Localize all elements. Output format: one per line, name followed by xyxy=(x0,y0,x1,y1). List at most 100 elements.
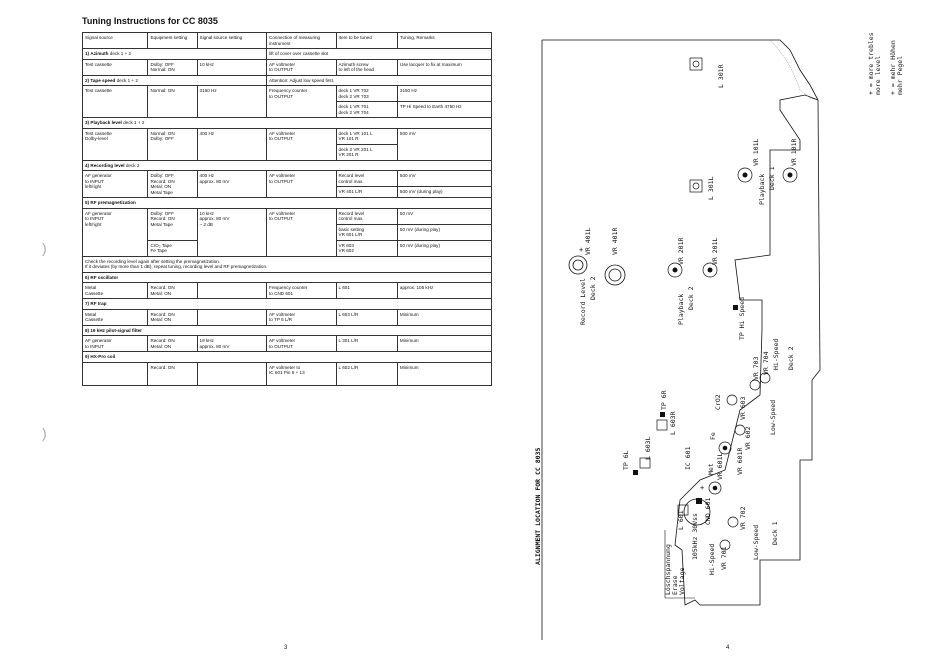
label-l603l: L 603L xyxy=(644,436,652,460)
cell: Normal: ON Dolby: OFF xyxy=(147,127,198,161)
label-vr601r: VR 601R xyxy=(736,448,744,475)
board-jagged-edge xyxy=(769,39,819,101)
header-row: Signal source Equipment setting Signal s… xyxy=(81,32,493,49)
pot-vr704 xyxy=(759,372,771,384)
cnd601-point xyxy=(696,498,702,504)
table-row: Metal Cassette Record: ON Metal: ON Freq… xyxy=(81,282,493,299)
cell: deck 2 VR 201 L VR 201 R xyxy=(335,143,398,161)
cell: AF voltmeter to OUTPUT xyxy=(266,170,337,198)
section-heading: 4) Recording level deck 2 xyxy=(82,159,492,171)
label-vr101l: VR 101L xyxy=(752,139,760,166)
cell: AF voltmeter to OUTPUT xyxy=(266,207,337,257)
cell: 3150 Hz xyxy=(196,85,268,118)
legend-text: mehr Pegel xyxy=(896,56,904,95)
cell: 50 mV (during play) xyxy=(396,223,493,241)
label-l301r: L 301R xyxy=(717,64,725,88)
tuning-table: Signal source Equipment setting Signal s… xyxy=(81,32,493,386)
cell: deck 1 VR 701 deck 2 VR 704 xyxy=(335,101,398,118)
cell: Test cassette xyxy=(81,58,149,76)
table-row: basic setting VR 601 L/R 50 mV (during p… xyxy=(83,223,493,241)
cell xyxy=(81,361,149,386)
label-deck1b: Deck 1 xyxy=(771,521,779,545)
section-row: 1) Azimuth deck 1 + 2 lift of cover over… xyxy=(81,48,492,60)
label-fe: Fe xyxy=(709,432,717,440)
cell: Test cassette xyxy=(81,85,149,118)
legend-text: + = more trebles xyxy=(867,32,875,95)
label-deck2c: Deck 2 xyxy=(787,346,795,370)
label-hi-speed1: Hi-Speed xyxy=(708,544,716,575)
cell: VR 603 VR 602 xyxy=(335,239,398,257)
header-cell: Equipment setting xyxy=(147,32,198,49)
section-note: Attention: Adjust low speed first. xyxy=(266,74,492,86)
cell: Normal: ON xyxy=(147,85,198,118)
cell: 10 kHz xyxy=(196,58,268,76)
svg-text:+: + xyxy=(700,484,704,492)
header-cell: Signal source setting xyxy=(196,32,268,49)
cell: 10 kHz approx. 80 mV − 2 dB xyxy=(196,207,268,257)
table-row: deck 2 VR 201 L VR 201 R xyxy=(83,143,492,161)
page-number-left: 3 xyxy=(284,645,288,651)
label-low-speed: Low-Speed xyxy=(769,400,777,435)
label-deck1: Deck 1 xyxy=(768,166,776,190)
table-row: deck 1 VR 701 deck 2 VR 704 TP Hi Speed … xyxy=(83,101,493,118)
label-vr704: VR 704 xyxy=(762,351,770,375)
cell: Record: ON Metal: ON xyxy=(147,282,198,299)
label-playback1: Playback xyxy=(758,174,766,205)
section-row: 7) RF trap xyxy=(82,298,492,310)
cell: Azimuth screw to left of the head xyxy=(335,58,398,76)
label-tp-hi-speed: TP Hi Speed xyxy=(738,297,746,340)
binding-mark: ) xyxy=(42,425,47,441)
cell: Minimum xyxy=(396,308,493,326)
label-vr101r: VR 101R xyxy=(790,139,798,166)
pot-vr101r xyxy=(782,167,798,183)
table-row: Check the recording level again after se… xyxy=(82,255,492,273)
cell: Frequency counter to CND 601 xyxy=(266,282,337,299)
label-vr702: VR 702 xyxy=(739,506,747,530)
section-heading: 9) HX-Pro coil xyxy=(82,351,492,363)
binding-mark: ) xyxy=(42,240,47,256)
legend-text: + = mehr Höhen xyxy=(889,40,897,95)
pot-vr101l xyxy=(737,167,753,183)
pot-vr401r xyxy=(604,264,626,286)
tp6l xyxy=(633,470,638,475)
cell: Metal Cassette xyxy=(81,282,149,299)
cell xyxy=(196,282,268,299)
page-number-right: 4 xyxy=(726,645,730,651)
label-osc: 105kHz 30Vss xyxy=(691,513,699,560)
table-row: Record: ON AF voltmeter to IC 601 Pin 6 … xyxy=(81,361,493,386)
cell: Record: ON xyxy=(147,361,198,386)
osc-test-point xyxy=(677,504,689,516)
section-heading: 6) RF oscillator xyxy=(82,271,492,283)
section-row: 8) 19 kHz pilot-signal filter xyxy=(82,324,492,336)
cell: 19 kHz approx. 80 mV xyxy=(196,335,268,352)
coil-l601 xyxy=(683,498,711,526)
cell: 3150 Hz xyxy=(396,85,493,102)
pot-vr703 xyxy=(749,379,761,391)
section-row: 5) RF premagnetization xyxy=(82,197,492,209)
section-heading: 5) RF premagnetization xyxy=(82,197,492,209)
pot-vr602 xyxy=(734,424,746,436)
label-osc: Voltage xyxy=(678,568,686,595)
cell: 500 mV xyxy=(396,169,493,188)
pot-vr702 xyxy=(727,516,739,528)
cell: AF voltmeter to TP 6 L/R xyxy=(266,308,337,326)
cell: deck 1 VR 702 deck 2 VR 703 xyxy=(335,85,398,102)
label-playback2: Playback xyxy=(677,294,685,325)
table-row: AF generator to INPUT left/right Dolby: … xyxy=(81,169,493,198)
cell: Record level control max. xyxy=(335,207,398,225)
cell: 50 mV (during play) xyxy=(396,239,493,257)
note-cell: Check the recording level again after se… xyxy=(82,255,492,273)
alignment-title: ALIGNMENT LOCATION FOR CC 8035 xyxy=(534,448,542,565)
cell: TP Hi Speed to Earth 4750 Hz xyxy=(396,101,493,118)
label-vr401r: VR 401R xyxy=(611,228,619,255)
cell: AF generator to INPUT xyxy=(81,335,149,352)
section-heading: 2) Tape speed deck 1 + 2 xyxy=(81,74,268,86)
section-note: lift of cover over cassette slot xyxy=(266,48,492,60)
cell: L 601 xyxy=(335,282,398,299)
coil-l301l xyxy=(689,179,703,193)
cell: Frequency counter to OUTPUT xyxy=(266,85,337,118)
label-vr201r: VR 201R xyxy=(677,238,685,265)
svg-text:+: + xyxy=(579,246,583,254)
pot-vr401l xyxy=(568,255,588,275)
cell: AF voltmeter to IC 601 Pin 6 + 13 xyxy=(266,361,337,386)
